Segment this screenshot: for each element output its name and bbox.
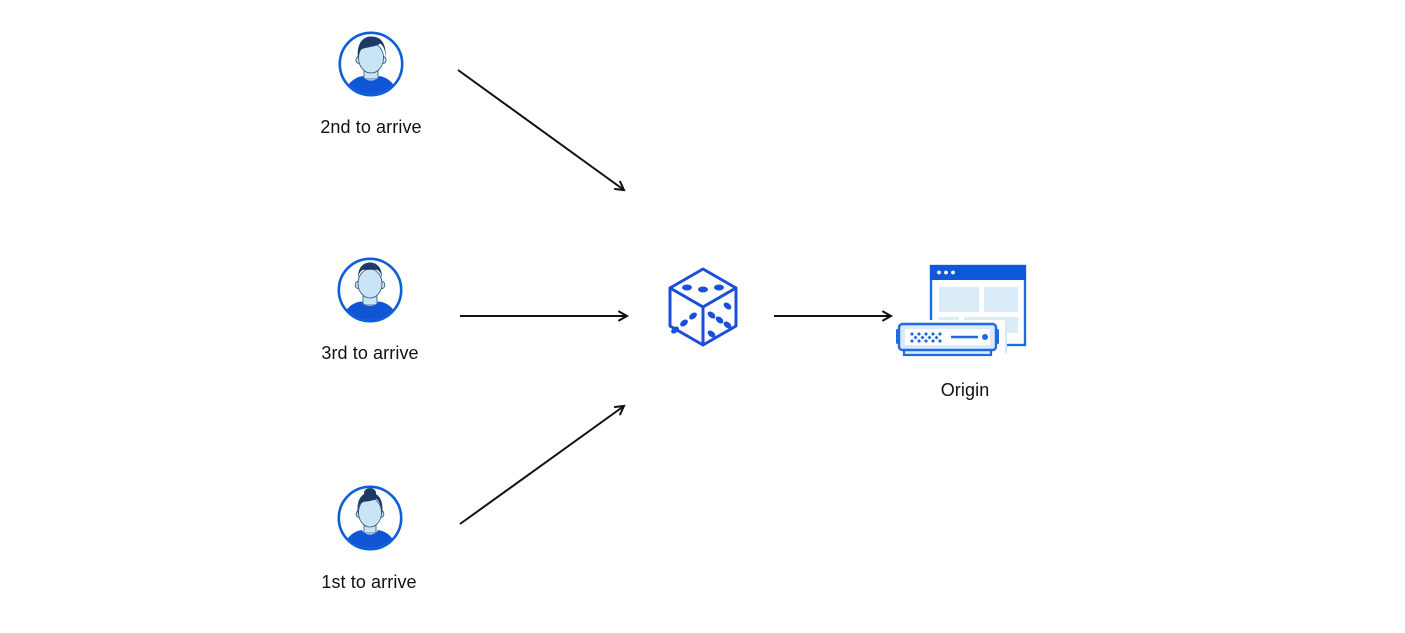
client-node-2nd [338, 31, 404, 97]
arrow-client1-to-dice [459, 404, 626, 525]
origin-server-icon [895, 264, 1027, 362]
client-label-3rd: 3rd to arrive [321, 343, 419, 363]
client-label-1st: 1st to arrive [321, 572, 417, 592]
user-avatar-male-short-icon [337, 257, 403, 323]
client-node-3rd [337, 257, 403, 323]
arrow-client2-to-dice [457, 69, 626, 192]
user-avatar-male-swoop-icon [338, 31, 404, 97]
client-label-2nd: 2nd to arrive [320, 117, 422, 137]
user-avatar-female-bun-icon [337, 485, 403, 551]
origin-label: Origin [940, 380, 990, 400]
client-node-1st [337, 485, 403, 551]
origin-node [895, 263, 1030, 365]
dice-icon [668, 267, 738, 347]
randomizer-node [663, 264, 743, 354]
